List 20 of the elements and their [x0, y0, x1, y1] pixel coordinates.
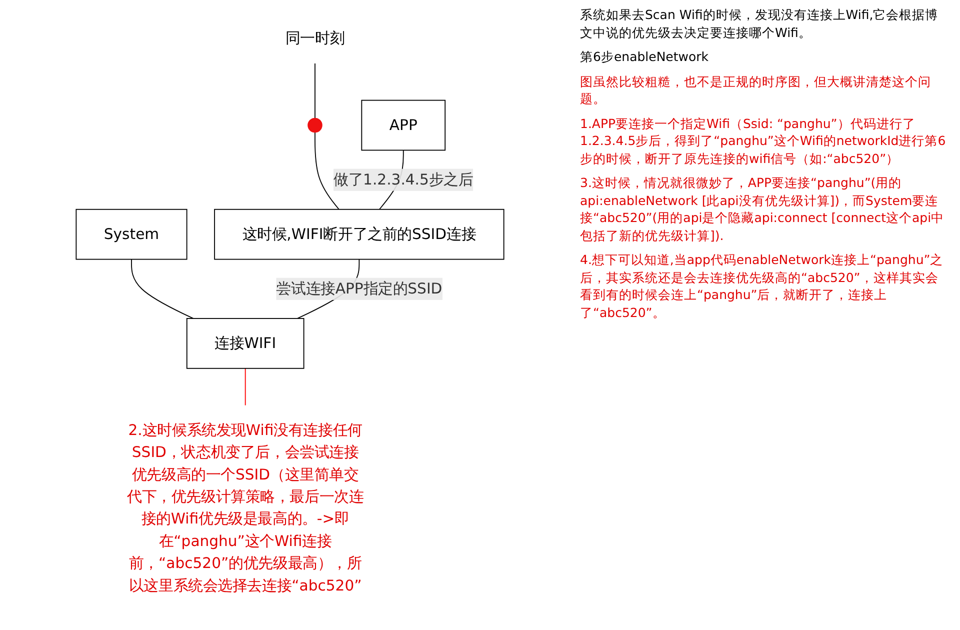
connector — [314, 132, 340, 210]
node-circle — [308, 118, 322, 133]
node-box — [214, 208, 504, 260]
edge-label: 做了1.2.3.4.5步之后 — [333, 170, 474, 188]
annotation-text: 第6步enableNetwork — [580, 48, 710, 66]
node-box — [76, 208, 188, 260]
connector — [131, 258, 194, 319]
connector — [314, 62, 316, 119]
connector — [244, 368, 246, 406]
edge-label: 尝试连接APP指定的SSID — [276, 280, 442, 298]
note-paragraph: 图虽然比较粗糙，也不是正规的时序图，但大概讲清楚这个问题。 — [580, 72, 932, 108]
node-text: 2.这时候系统发现Wifi没有连接任何SSID，状态机变了后，会尝试连接优先级高的一个SSID（这里简单交代下，优先级计算策略，最后一次连接的Wifi优先级是最高的。->即在“panghu”这个Wifi连接前，“abc520”的优先级最高），所以这里系统会选择去连接“abc520” — [127, 421, 364, 594]
node-text: 同一时刻 — [285, 29, 345, 47]
note-paragraph: 1.APP要连接一个指定Wifi（Ssid: “panghu”）代码进行了1.2.3.4.5步后，得到了“panghu”这个Wifi的networkId进行第6步的时候，断开了原先连接的wifi信号（如:“abc520”） — [580, 114, 947, 167]
note-paragraph: 3.这时候，情况就很微妙了，APP要连接“panghu”(用的api:enableNetwork [此api没有优先级计算])，而System要连接“abc520”(用的api是个隐藏api:connect [connect这个api中包括了新的优先级计算]). — [580, 174, 946, 244]
annotation-text: 系统如果去Scan Wifi的时候，发现没有连接上Wifi,它会根据博文中说的优先级去决定要连接哪个Wifi。 — [580, 6, 940, 41]
flowchart-drawing: 做了1.2.3.4.5步之后 尝试连接APP指定的SSID System 同一时刻 APP 这时候,WIFI断开了之前的SSID连接 连接WIFI 2.这时候系统发现Wifi没有连接任何SSID，状态机变了后，会尝试连接优先级高的一个SSID（这里简单交代下，优先级计算策略，最后一次连接的Wifi优先级是最高的。->即在“panghu”这个Wifi连接前，“abc520”的优先级最高），所以这里系统会选择去连接“abc520” — [10, 6, 570, 618]
note-paragraph: 4.想下可以知道,当app代码enableNetwork连接上“panghu”之后，其实系统还是会去连接优先级高的“abc520”，这样其实会看到有的时候会连上“panghu”后，就断开了，连接上了“abc520”。 — [580, 251, 944, 321]
node-box — [361, 100, 446, 151]
node-box — [186, 318, 304, 369]
